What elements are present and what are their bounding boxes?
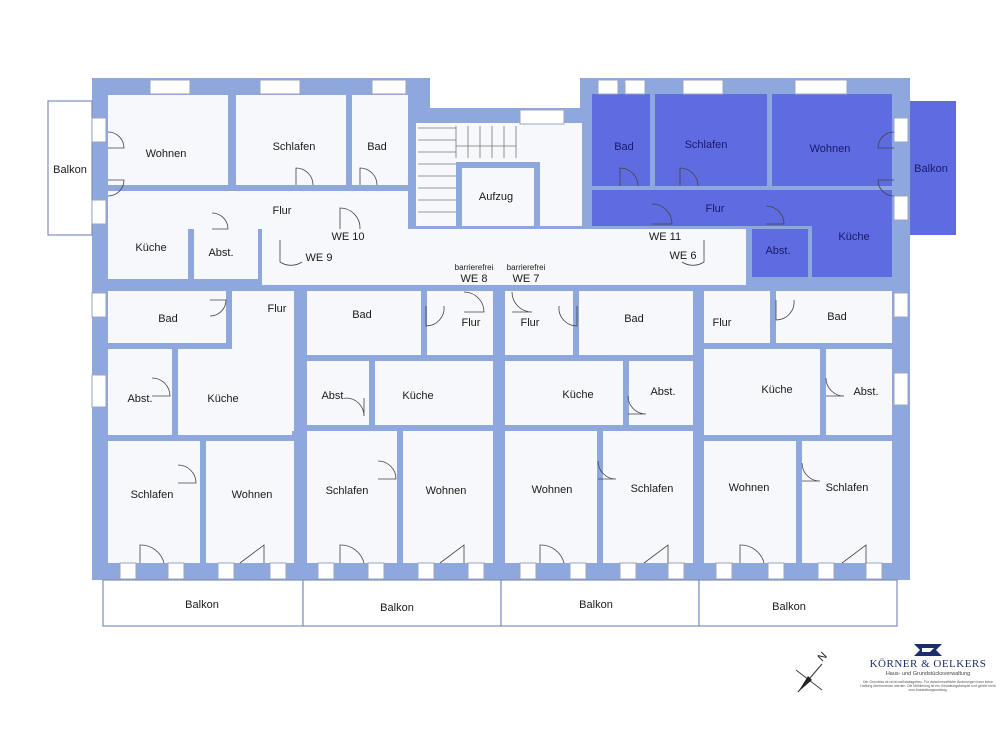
unit-label-barrierefrei-8: barrierefrei xyxy=(455,263,494,272)
room-label-wohnen-ce: Wohnen xyxy=(532,484,573,496)
room-label-flur-e: Flur xyxy=(713,317,732,329)
room-label-flur-n: Flur xyxy=(273,205,292,217)
logo-brand: KÖRNER & OELKERS xyxy=(869,658,987,670)
room-label-flur-ne: Flur xyxy=(706,203,725,215)
room-label-abst-cw: Abst. xyxy=(321,390,346,402)
room-label-balkon-nw: Balkon xyxy=(53,164,87,176)
stairwell xyxy=(418,126,534,226)
unit-label-barrierefrei-7: barrierefrei xyxy=(507,263,546,272)
room-label-kueche-nw: Küche xyxy=(135,242,166,254)
room-labels: Balkon Wohnen Schlafen Bad Flur Küche Ab… xyxy=(53,139,948,614)
room-label-abst-e: Abst. xyxy=(853,386,878,398)
windows xyxy=(91,79,909,580)
room-label-wohnen-e: Wohnen xyxy=(729,482,770,494)
door-swings xyxy=(107,131,895,564)
north-arrow-icon: N xyxy=(795,650,830,693)
logo-subtitle: Haus- und Grundstücksverwaltung xyxy=(885,671,971,677)
room-label-flur-cw: Flur xyxy=(462,317,481,329)
stair-steps xyxy=(418,126,517,213)
room-label-schlafen-ne: Schlafen xyxy=(685,139,728,151)
room-label-schlafen-cw: Schlafen xyxy=(326,485,369,497)
room-label-abst-ce: Abst. xyxy=(650,386,675,398)
room-label-kueche-w: Küche xyxy=(207,393,238,405)
room-label-bad-ce: Bad xyxy=(624,313,644,325)
room-label-schlafen-ce: Schlafen xyxy=(631,483,674,495)
room-label-wohnen-ne: Wohnen xyxy=(810,143,851,155)
room-label-kueche-cw: Küche xyxy=(402,390,433,402)
room-label-flur-ce: Flur xyxy=(521,317,540,329)
inner-walls xyxy=(108,94,892,565)
company-logo: KÖRNER & OELKERS Haus- und Grundstücksve… xyxy=(858,642,998,712)
room-label-abst-ne: Abst. xyxy=(765,245,790,257)
compass-north-label: N xyxy=(816,650,830,664)
room-label-bad-cw: Bad xyxy=(352,309,372,321)
room-label-aufzug: Aufzug xyxy=(479,191,513,203)
unit-label-we6: WE 6 xyxy=(670,250,697,262)
unit-label-we7: WE 7 xyxy=(513,273,540,285)
room-label-bad-n: Bad xyxy=(367,141,387,153)
room-label-flur-w: Flur xyxy=(268,303,287,315)
room-label-kueche-ne: Küche xyxy=(838,231,869,243)
logo-mark-icon xyxy=(914,644,942,656)
room-label-kueche-e: Küche xyxy=(761,384,792,396)
room-label-wohnen-nw: Wohnen xyxy=(146,148,187,160)
room-label-balkon-ne: Balkon xyxy=(914,163,948,175)
room-label-wohnen-cw: Wohnen xyxy=(426,485,467,497)
unit-label-we8: WE 8 xyxy=(461,273,488,285)
room-label-bad-w: Bad xyxy=(158,313,178,325)
logo-fine-print: Der Grundriss ist nicht maßstabsgetreu. … xyxy=(860,680,996,692)
room-label-abst-nw: Abst. xyxy=(208,247,233,259)
unit-label-we11: WE 11 xyxy=(649,231,681,243)
balconies xyxy=(47,100,956,627)
unit-label-we9: WE 9 xyxy=(306,252,333,264)
room-label-schlafen-n: Schlafen xyxy=(273,141,316,153)
room-label-bad-e: Bad xyxy=(827,311,847,323)
room-label-balkon-s1: Balkon xyxy=(185,599,219,611)
room-label-bad-ne: Bad xyxy=(614,141,634,153)
room-label-schlafen-e: Schlafen xyxy=(826,482,869,494)
room-label-wohnen-w: Wohnen xyxy=(232,489,273,501)
room-label-balkon-s4: Balkon xyxy=(772,601,806,613)
room-floors xyxy=(108,94,892,563)
room-label-abst-w: Abst. xyxy=(127,393,152,405)
room-label-kueche-ce: Küche xyxy=(562,389,593,401)
unit-labels: WE 10 WE 9 barrierefrei WE 8 barrierefre… xyxy=(306,231,697,285)
room-label-balkon-s3: Balkon xyxy=(579,599,613,611)
unit-label-we10: WE 10 xyxy=(331,231,364,243)
room-label-balkon-s2: Balkon xyxy=(380,602,414,614)
room-label-schlafen-w: Schlafen xyxy=(131,489,174,501)
